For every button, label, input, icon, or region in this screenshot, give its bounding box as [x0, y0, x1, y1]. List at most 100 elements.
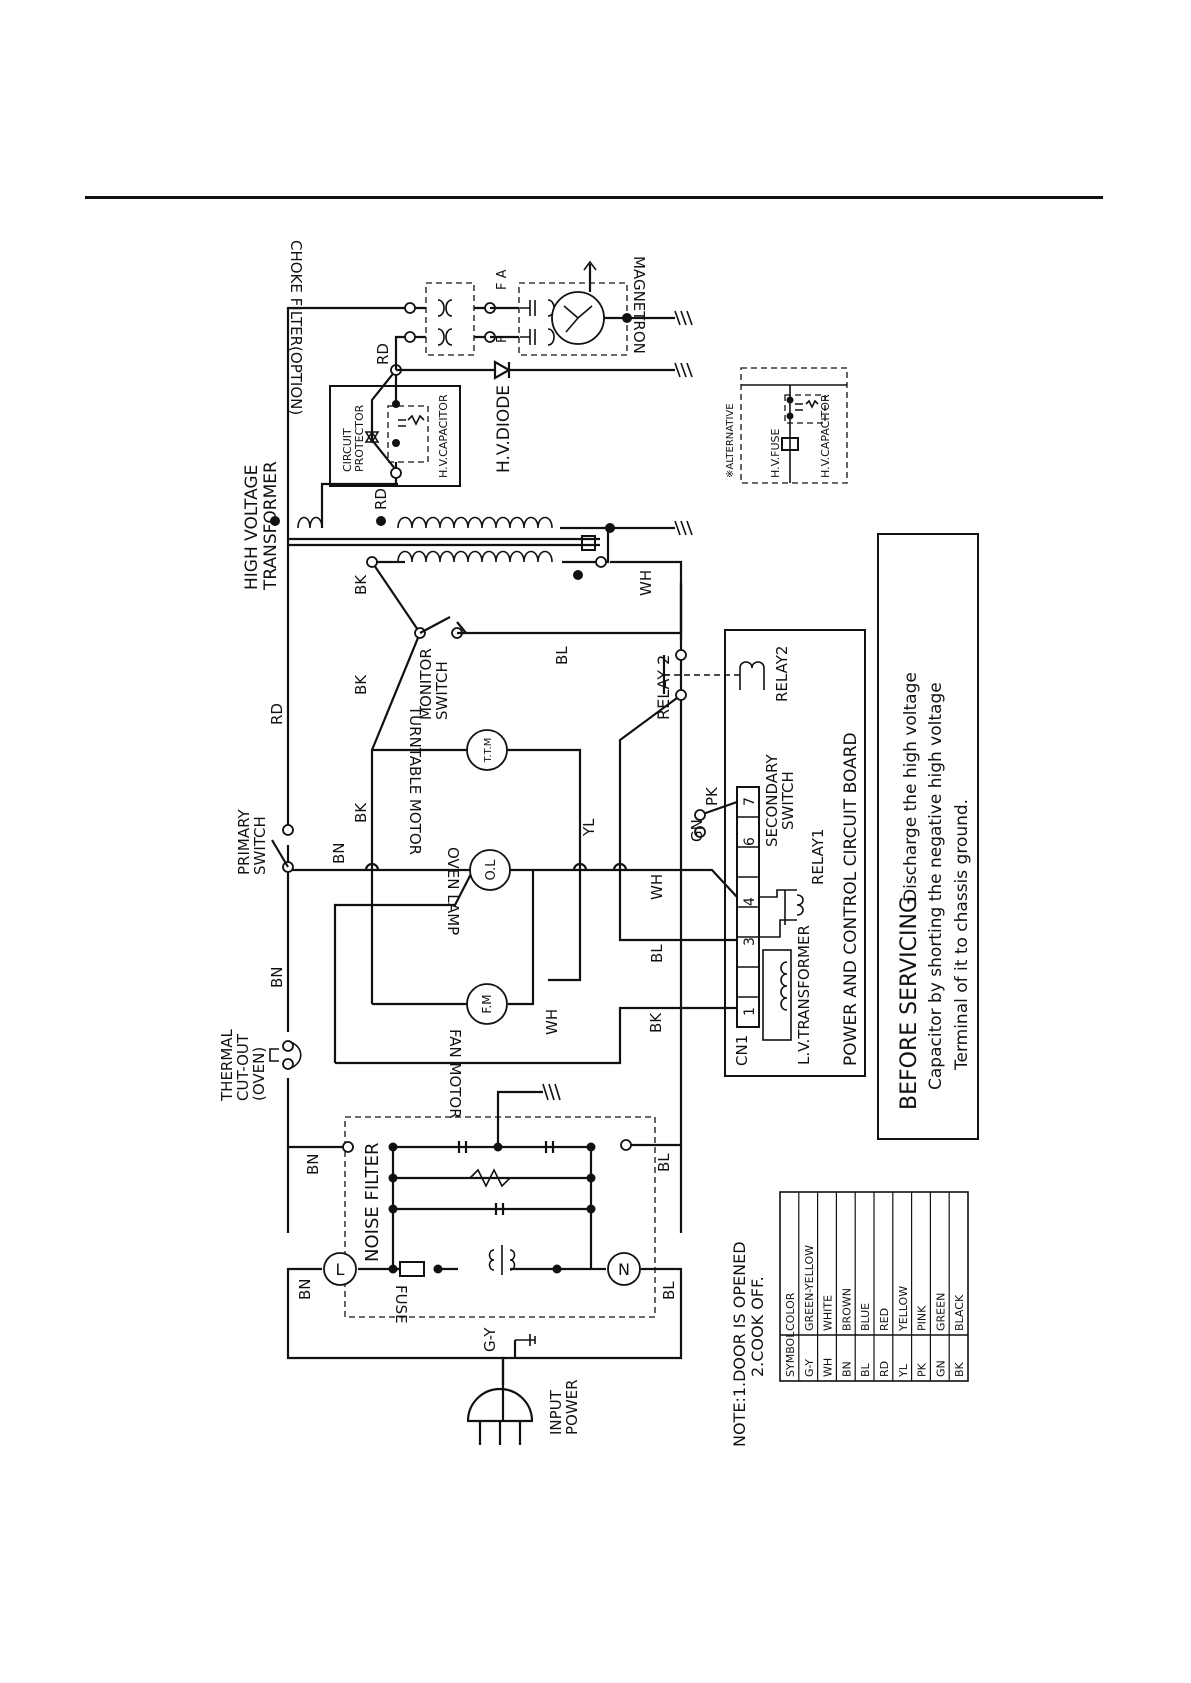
- wire-label-bl-1: BL: [553, 646, 571, 665]
- secondary-switch-label-2: SWITCH: [779, 771, 797, 830]
- wire-label-wh-3: WH: [543, 1009, 561, 1035]
- monitor-switch: [414, 583, 683, 639]
- wire-label-bk-1: BK: [352, 574, 370, 595]
- bk-wire-cn1: [335, 1006, 737, 1065]
- primary-switch-label-2: SWITCH: [251, 816, 269, 875]
- wh-wire-cn4: [507, 868, 738, 898]
- color-code-table: SYMBOLCOLORG-YGREEN-YELLOWWHWHITEBNBROWN…: [779, 1191, 969, 1382]
- fan-motor-symbol: F.M: [480, 994, 494, 1013]
- fan-motor-label: FAN MOTOR: [446, 1029, 464, 1119]
- wire-label-gn: GN: [688, 819, 706, 842]
- wire-label-pk: PK: [703, 786, 721, 806]
- noise-filter: [342, 1083, 656, 1318]
- rd-wire-top: [286, 306, 410, 826]
- color-table-color: BLUE: [859, 1303, 872, 1331]
- warning-text: BEFORE SERVICING Discharge the high volt…: [897, 672, 972, 1110]
- monitor-switch-label-2: SWITCH: [433, 661, 451, 720]
- wire-color-labels: RD RD RD BK BK BK BK BN BN BN BN BL BL B…: [268, 343, 721, 1352]
- wire-crossovers: [364, 862, 628, 871]
- circuit-protector: [329, 364, 461, 487]
- turntable-motor-label: TURNTABLE MOTOR: [406, 705, 424, 855]
- pin-3: 3: [742, 937, 758, 946]
- note-text: NOTE:1.DOOR IS OPENED 2.COOK OFF.: [730, 1241, 767, 1447]
- wh-wire-fan: [508, 870, 535, 1006]
- wire-label-wh-1: WH: [637, 570, 655, 596]
- thermal-label-1: THERMAL: [218, 1028, 236, 1102]
- relay2-coil-label: RELAY2: [773, 646, 791, 702]
- hv-transformer-label-1: HIGH VOLTAGE: [242, 465, 262, 590]
- control-board: [662, 629, 866, 1077]
- color-table-header-symbol: SYMBOL: [784, 1331, 797, 1377]
- wire-label-rd-choke: RD: [374, 343, 392, 365]
- line-terminal: L: [323, 1252, 357, 1286]
- color-table-color: BLACK: [953, 1294, 966, 1331]
- fan-motor: F.M: [466, 983, 508, 1025]
- wire-label-bl-2: BL: [648, 944, 666, 963]
- noise-filter-label: NOISE FILTER: [362, 1142, 383, 1262]
- alternative-hv-block: [740, 367, 848, 484]
- magnetron-label: MAGNETRON: [630, 256, 648, 354]
- lv-transformer-label: L.V.TRANSFORMER: [795, 925, 813, 1065]
- oven-lamp-label: OVEN LAMP: [444, 847, 462, 935]
- color-table-symbol: PK: [916, 1362, 929, 1377]
- wire-label-rd-top: RD: [268, 703, 286, 725]
- color-table-color: GREEN-YELLOW: [803, 1245, 816, 1331]
- color-table-symbol: G-Y: [803, 1359, 816, 1377]
- color-table-symbol: BN: [840, 1361, 853, 1377]
- color-table-symbol: BL: [859, 1362, 872, 1377]
- hv-fuse-label: H.V.FUSE: [769, 428, 782, 478]
- wire-label-bn-3: BN: [304, 1153, 322, 1175]
- bl-wire-cn3: [618, 870, 737, 942]
- input-power-label-1: INPUT: [547, 1389, 565, 1435]
- wire-label-bn-1: BN: [330, 842, 348, 864]
- wire-label-rd-cap: RD: [372, 488, 390, 510]
- control-board-box: [724, 629, 866, 1077]
- circuit-protector-label-2: PROTECTOR: [353, 404, 366, 472]
- filament-f-label: F: [495, 336, 510, 343]
- header-rule: [85, 196, 1103, 199]
- line-terminal-label: L: [336, 1260, 345, 1279]
- color-table-symbol: BK: [953, 1361, 966, 1377]
- fuse-symbol: [399, 1261, 425, 1277]
- hv-capacitor-alt-label: H.V.CAPACITOR: [819, 394, 832, 478]
- input-power-plug-icon: [466, 1334, 536, 1445]
- filament-fa-label: F A: [495, 269, 510, 290]
- hv-transformer: [270, 482, 693, 580]
- noise-filter-box: [344, 1116, 656, 1318]
- color-table-color: RED: [878, 1308, 891, 1331]
- color-table-color: GREEN: [934, 1293, 947, 1331]
- alternative-label: ※ALTERNATIVE: [725, 403, 736, 478]
- wire-label-bk-3: BK: [352, 802, 370, 823]
- tt-motor-symbol: T.T.M: [483, 738, 494, 764]
- color-table-color: YELLOW: [897, 1286, 910, 1332]
- relay2-contact-label: RELAY 2: [654, 655, 673, 720]
- color-table-color: WHITE: [822, 1295, 835, 1331]
- wire-label-gy: G-Y: [481, 1327, 499, 1352]
- color-table-symbol: WH: [822, 1358, 835, 1377]
- hv-capacitor-label: H.V.CAPACITOR: [437, 394, 450, 478]
- board-title-label: POWER AND CONTROL CIRCUIT BOARD: [841, 732, 861, 1066]
- note-line-2: 2.COOK OFF.: [748, 1276, 767, 1377]
- primary-switch: [271, 824, 294, 873]
- color-table-symbol: GN: [934, 1360, 947, 1377]
- wire-label-yl: YL: [580, 818, 598, 837]
- note-line-1: NOTE:1.DOOR IS OPENED: [730, 1241, 749, 1447]
- magnetron: [490, 260, 693, 356]
- pin-4: 4: [742, 897, 758, 906]
- primary-switch-label-1: PRIMARY: [235, 808, 253, 875]
- yl-wire: [507, 748, 582, 982]
- bl-wire-right: [610, 560, 683, 1145]
- color-table-symbol: RD: [878, 1361, 891, 1377]
- turntable-motor: T.T.M: [466, 729, 508, 771]
- thermal-label-3: (OVEN): [250, 1047, 268, 1101]
- oven-lamp-symbol: O.L: [484, 859, 499, 881]
- pin-1: 1: [742, 1007, 758, 1016]
- neutral-terminal-label: N: [618, 1260, 630, 1279]
- choke-filter-label: CHOKE FILTER(OPTION): [287, 240, 305, 415]
- warning-line-2: Capacitor by shorting the negative high …: [926, 682, 946, 1090]
- warning-heading: BEFORE SERVICING: [897, 896, 922, 1110]
- wire-label-bk-4: BK: [647, 1012, 665, 1033]
- text-labels: HIGH VOLTAGE TRANSFORMER PRIMARY SWITCH …: [218, 240, 861, 1435]
- connector-pins: 1 3 4 6 7: [742, 797, 758, 1016]
